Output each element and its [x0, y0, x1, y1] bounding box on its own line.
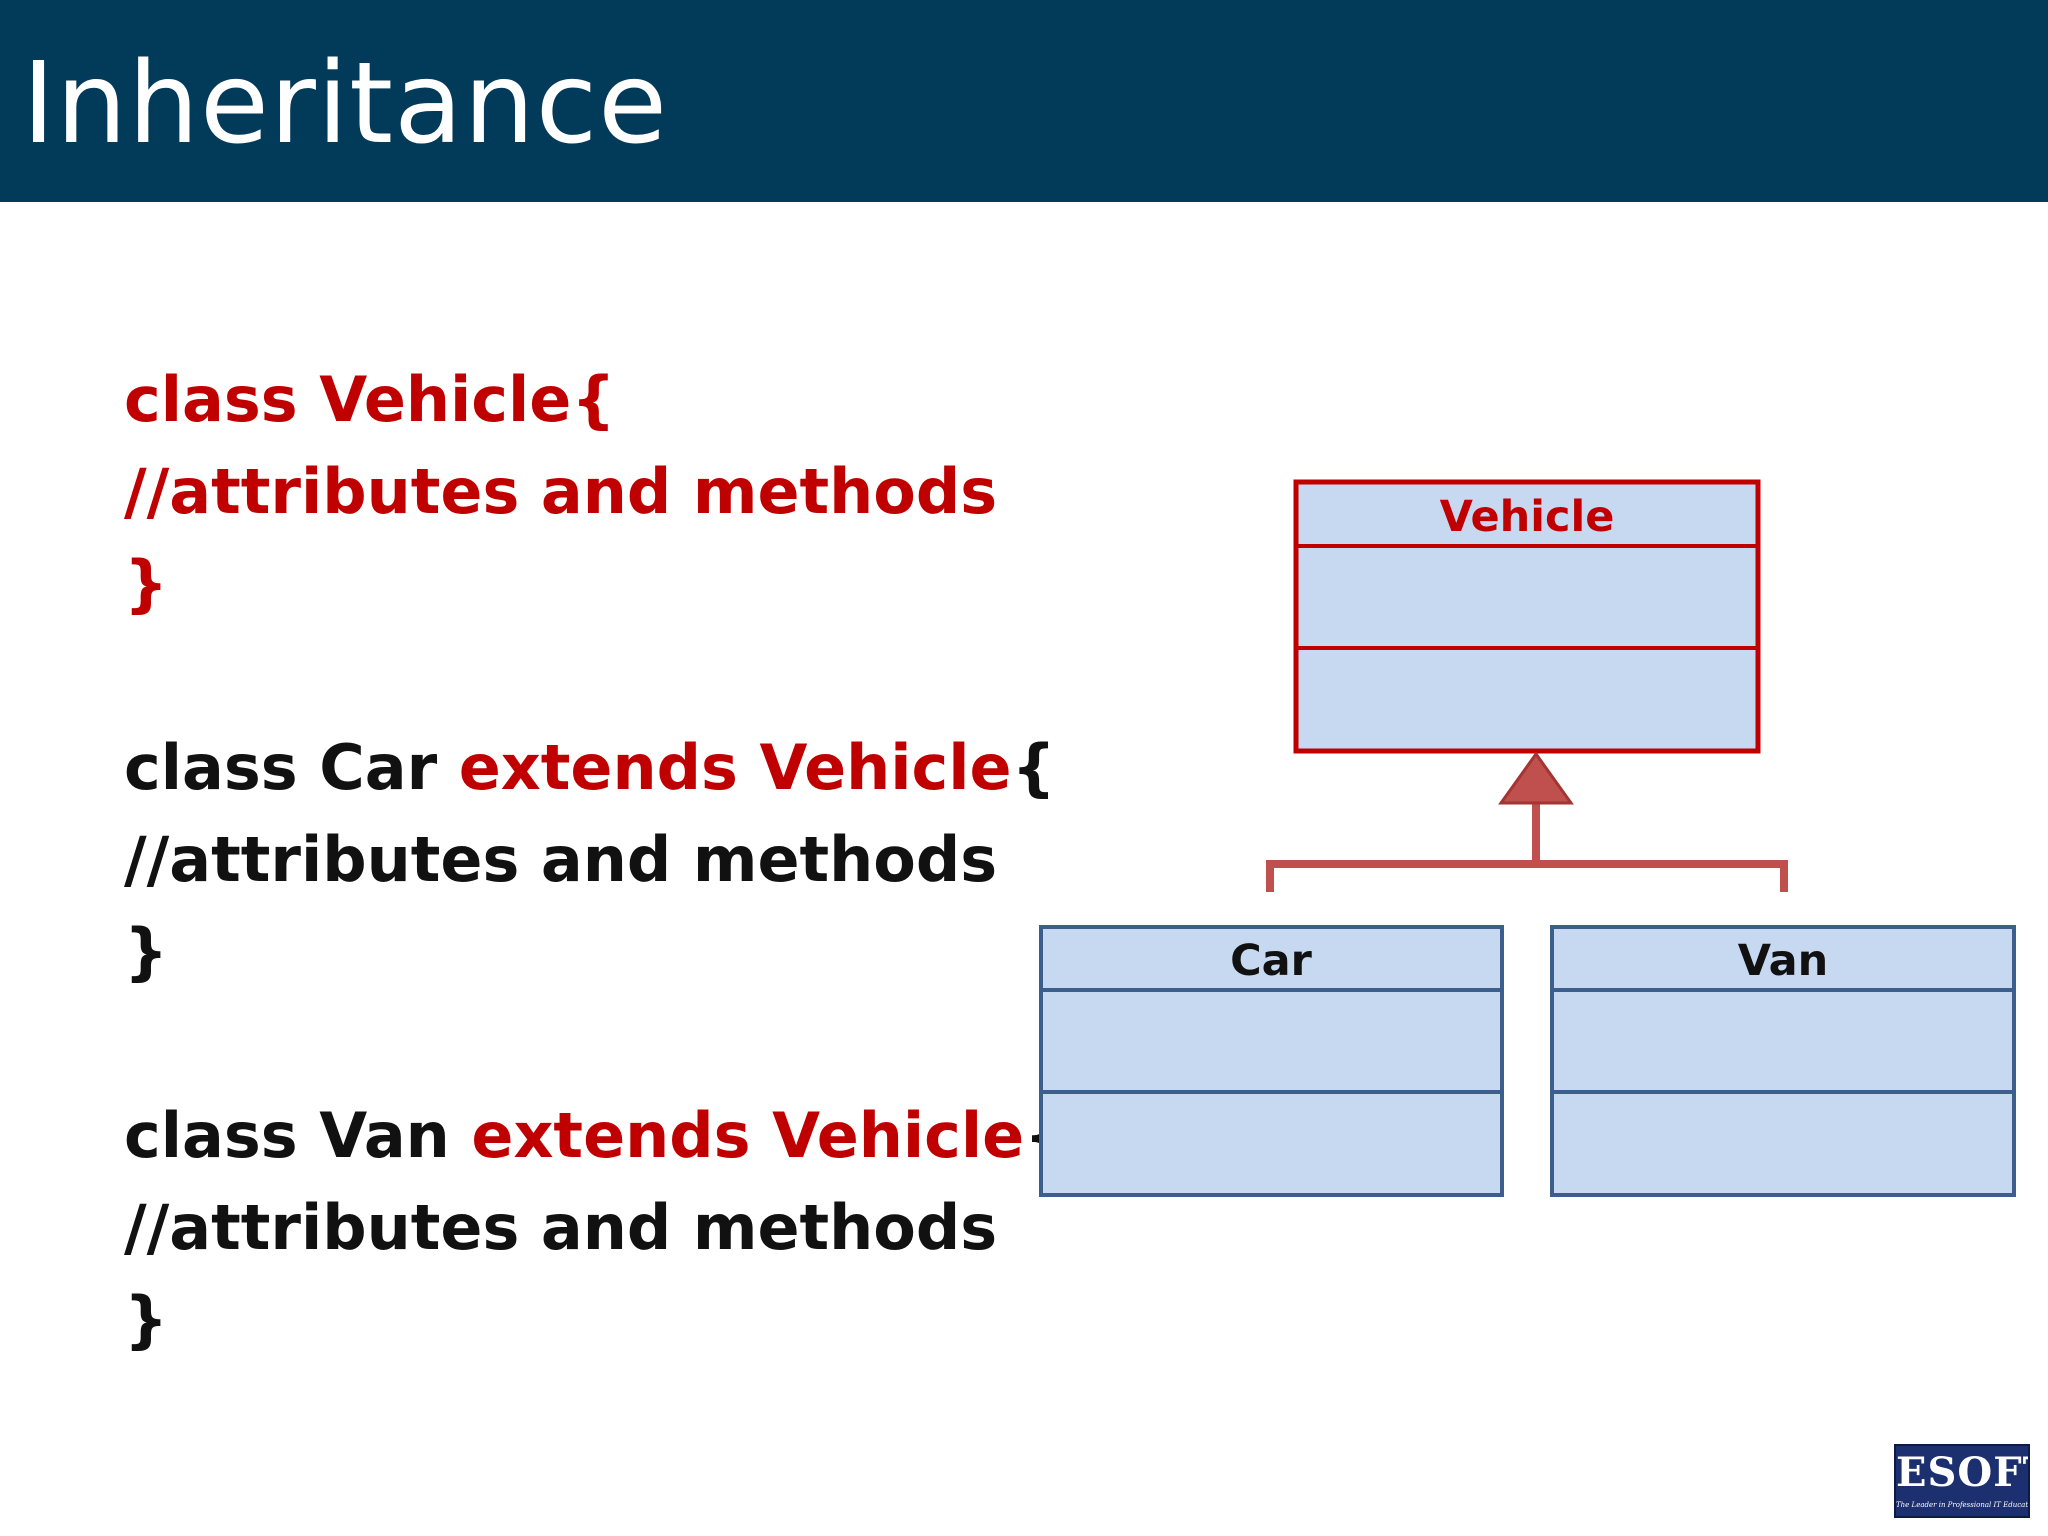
inheritance-arrow-head — [1498, 751, 1574, 805]
car-box — [1039, 925, 1504, 1197]
vehicle-class-declaration: class Vehicle{ — [124, 363, 616, 436]
vehicle-box — [1293, 479, 1761, 754]
slide-title: Inheritance — [22, 39, 669, 169]
van-extends-clause: extends Vehicle — [471, 1099, 1025, 1172]
uml-class-van: Van — [1550, 925, 2016, 1197]
title-bar: Inheritance — [0, 0, 2048, 202]
car-class-declaration: class Car extends Vehicle{ — [124, 722, 1056, 814]
van-class-keyword: class Van — [124, 1099, 472, 1172]
inheritance-branch-line — [1266, 860, 1788, 892]
vehicle-class-comment: //attributes and methods — [124, 455, 998, 528]
car-extends-clause: extends Vehicle — [458, 731, 1012, 804]
car-class-name: Car — [1230, 936, 1313, 986]
uml-class-vehicle: Vehicle — [1293, 479, 1761, 754]
van-class-close: } — [124, 1283, 169, 1356]
van-class-comment: //attributes and methods — [124, 1191, 998, 1264]
inheritance-connector — [1266, 751, 1788, 892]
car-class-keyword: class Car — [124, 731, 459, 804]
vehicle-class-name: Vehicle — [1440, 492, 1615, 542]
esoft-logo-tagline: The Leader in Professional IT Education — [1896, 1501, 2030, 1509]
van-box — [1550, 925, 2016, 1197]
car-class-comment: //attributes and methods — [124, 823, 998, 896]
van-class-name: Van — [1738, 936, 1829, 986]
vehicle-class-close: } — [124, 547, 169, 620]
car-open-brace: { — [1011, 731, 1056, 804]
car-class-close: } — [124, 915, 169, 988]
uml-class-car: Car — [1039, 925, 1504, 1197]
